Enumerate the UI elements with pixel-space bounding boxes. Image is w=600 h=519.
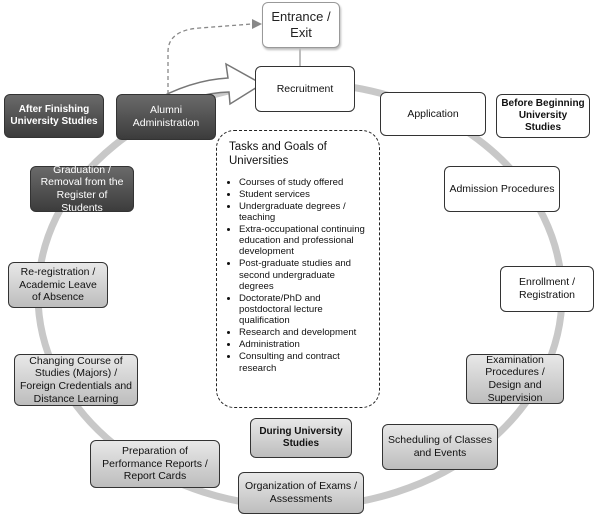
list-item: Administration	[239, 339, 371, 350]
phase-before-label: Before Beginning University Studies	[496, 94, 590, 138]
graduation-box: Graduation / Removal from the Register o…	[30, 164, 134, 214]
tasks-goals-title: Tasks and Goals of Universities	[229, 141, 327, 167]
changing-course-box: Changing Course of Studies (Majors) / Fo…	[14, 354, 138, 406]
phase-after-label: After Finishing University Studies	[4, 94, 104, 138]
exit-arrowhead-icon	[252, 19, 262, 29]
list-item: Courses of study offered	[239, 177, 371, 188]
examination-procedures-box: Examination Procedures / Design and Supe…	[466, 354, 564, 404]
scheduling-box: Scheduling of Classes and Events	[382, 424, 498, 470]
application-box: Application	[380, 92, 486, 136]
list-item: Research and development	[239, 327, 371, 338]
organization-exams-box: Organization of Exams / Assessments	[238, 472, 364, 514]
exit-dashed-connector	[167, 23, 253, 94]
performance-reports-box: Preparation of Performance Reports / Rep…	[90, 440, 220, 488]
phase-during-label: During University Studies	[250, 418, 352, 458]
admission-procedures-box: Admission Procedures	[444, 166, 560, 212]
enrollment-registration-box: Enrollment / Registration	[500, 266, 594, 312]
alumni-administration-box: Alumni Administration	[116, 94, 216, 140]
list-item: Doctorate/PhD and postdoctoral lecture q…	[239, 293, 371, 326]
list-item: Post-graduate studies and second undergr…	[239, 258, 371, 291]
tasks-goals-panel: Tasks and Goals of Universities Courses …	[216, 130, 380, 408]
list-item: Extra-occupational continuing education …	[239, 224, 371, 257]
entrance-exit-box: Entrance / Exit	[262, 2, 340, 48]
list-item: Consulting and contract research	[239, 351, 371, 373]
recruitment-box: Recruitment	[255, 66, 355, 112]
list-item: Undergraduate degrees / teaching	[239, 201, 371, 223]
reregistration-box: Re-registration / Academic Leave of Abse…	[8, 262, 108, 308]
tasks-goals-list: Courses of study offered Student service…	[229, 177, 371, 374]
list-item: Student services	[239, 189, 371, 200]
